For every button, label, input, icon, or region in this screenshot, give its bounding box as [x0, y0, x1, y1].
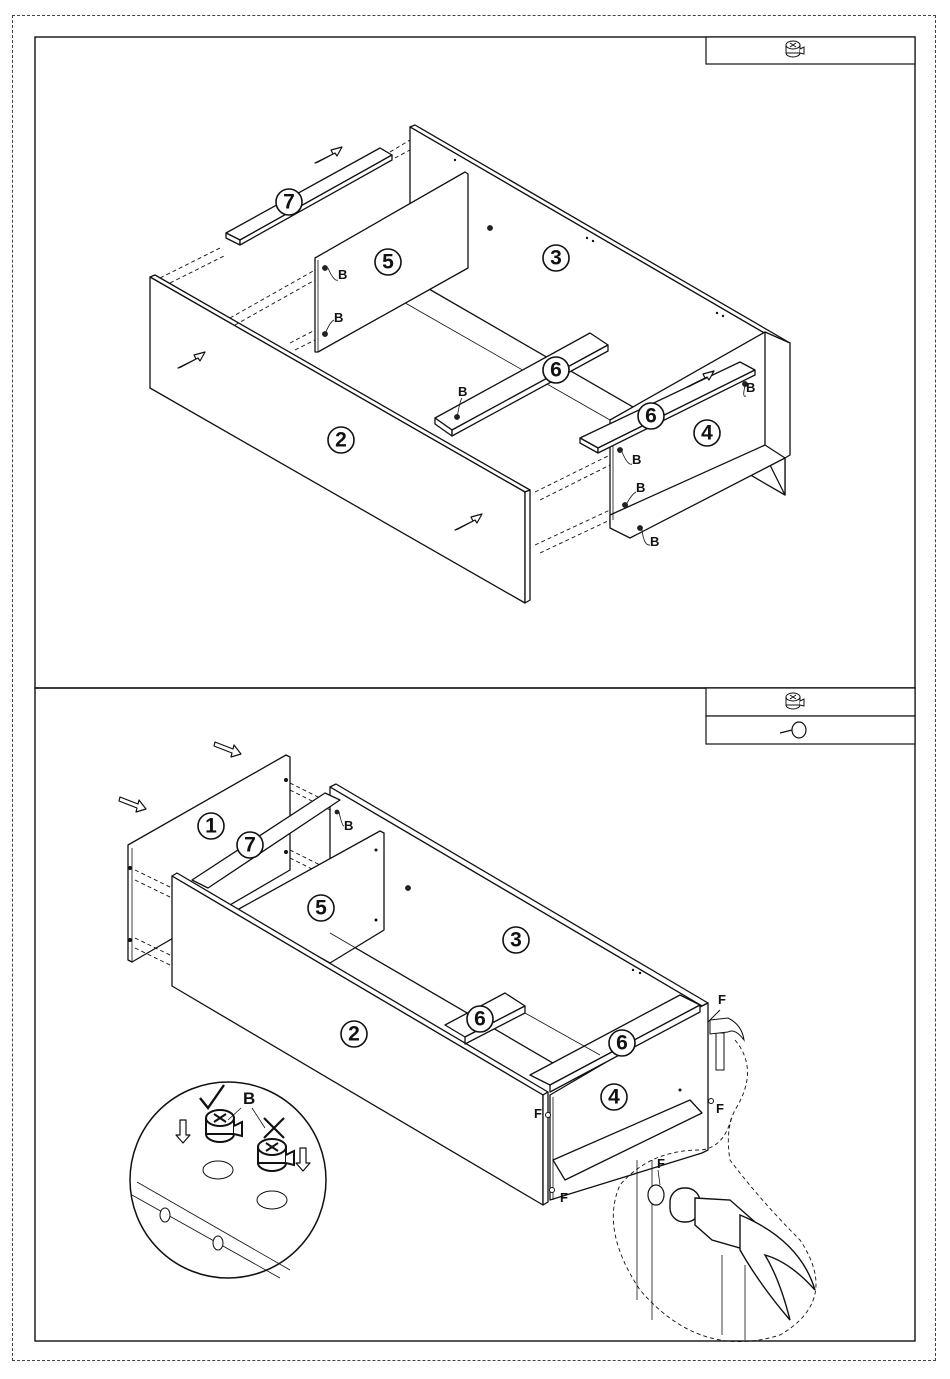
- svg-text:F: F: [718, 992, 726, 1007]
- svg-text:2: 2: [348, 1023, 360, 1046]
- step-2-part-7: 7: [237, 832, 263, 858]
- step-2-hardware-box-1: [706, 688, 915, 716]
- svg-text:6: 6: [616, 1032, 628, 1055]
- svg-text:F: F: [657, 1156, 665, 1171]
- step-1-drawing: [150, 125, 790, 603]
- svg-text:4: 4: [701, 422, 713, 445]
- hammer-detail: F: [637, 1156, 815, 1340]
- svg-text:2: 2: [335, 429, 347, 452]
- step-1-part-6b: 6: [638, 403, 664, 429]
- step-1-part-2: 2: [328, 427, 354, 453]
- svg-text:6: 6: [645, 405, 657, 428]
- svg-text:5: 5: [315, 897, 327, 920]
- step-1-hardware-box: [706, 37, 915, 64]
- step-2-part-1: 1: [198, 813, 224, 839]
- svg-text:7: 7: [244, 834, 256, 857]
- cam-lock-detail: B: [130, 1082, 326, 1278]
- svg-text:5: 5: [382, 251, 394, 274]
- step-2-part-3: 3: [503, 927, 529, 953]
- step-2-part-4: 4: [601, 1084, 627, 1110]
- svg-text:3: 3: [550, 247, 562, 270]
- svg-text:6: 6: [550, 359, 562, 382]
- svg-text:B: B: [344, 818, 353, 833]
- svg-text:F: F: [716, 1101, 724, 1116]
- step-2-hardware-box-2: [706, 716, 915, 744]
- svg-text:B: B: [632, 452, 641, 467]
- step-2-part-5: 5: [308, 895, 334, 921]
- svg-text:6: 6: [474, 1008, 486, 1031]
- step-1-part-3: 3: [543, 245, 569, 271]
- svg-text:7: 7: [283, 191, 295, 214]
- svg-text:1: 1: [205, 815, 217, 838]
- svg-text:B: B: [458, 384, 467, 399]
- step-1-part-7: 7: [276, 189, 302, 215]
- svg-text:B: B: [338, 267, 347, 282]
- svg-text:F: F: [560, 1190, 568, 1205]
- svg-text:B: B: [334, 310, 343, 325]
- step-1-part-5: 5: [375, 249, 401, 275]
- svg-text:B: B: [636, 480, 645, 495]
- step-1-part-4: 4: [694, 420, 720, 446]
- svg-text:B: B: [650, 534, 659, 549]
- step-2-part-6a: 6: [467, 1006, 493, 1032]
- svg-text:3: 3: [510, 929, 522, 952]
- step-2-part-2: 2: [341, 1021, 367, 1047]
- step-1-part-6a: 6: [543, 357, 569, 383]
- svg-text:B: B: [243, 1089, 255, 1108]
- svg-text:B: B: [746, 380, 755, 395]
- step-2-part-6b: 6: [609, 1030, 635, 1056]
- svg-text:4: 4: [608, 1086, 620, 1109]
- svg-text:F: F: [534, 1106, 542, 1121]
